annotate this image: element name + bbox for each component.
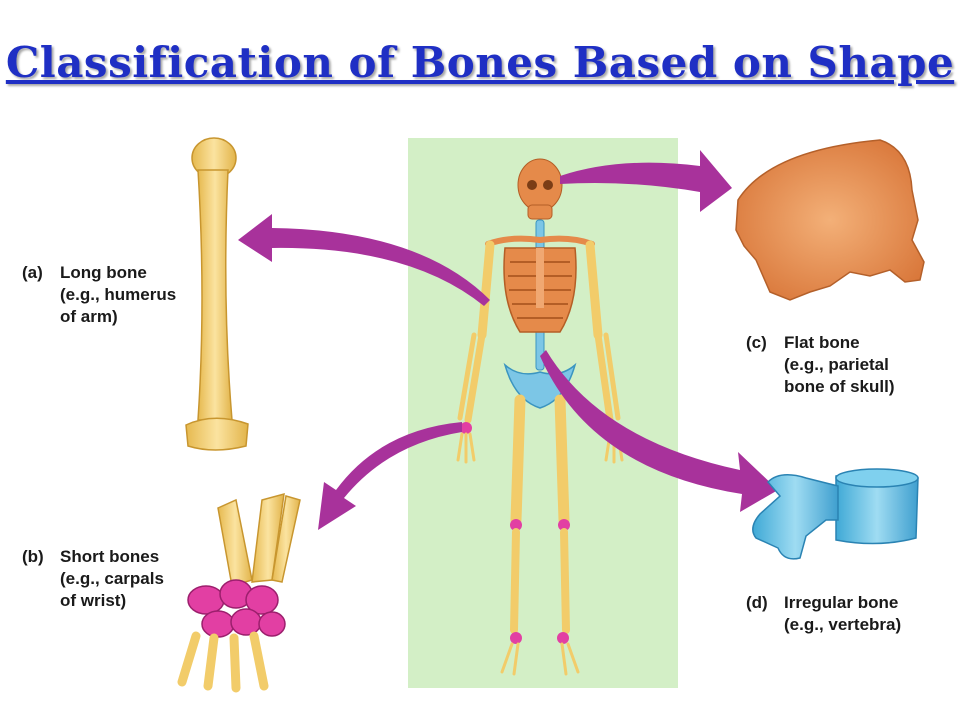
caption-example: of wrist) xyxy=(60,591,127,610)
short-bones-illustration xyxy=(177,492,301,693)
arrow-to-irregular-bone xyxy=(540,350,778,512)
irregular-bone-illustration xyxy=(752,468,919,560)
caption-irregular-bone: (d) Irregular bone (e.g., vertebra) xyxy=(746,592,901,636)
caption-letter: (b) xyxy=(22,547,44,566)
caption-letter: (c) xyxy=(746,333,767,352)
caption-example: (e.g., parietal xyxy=(784,355,889,374)
caption-letter: (d) xyxy=(746,593,768,612)
flat-bone-illustration xyxy=(735,139,925,301)
caption-example: bone of skull) xyxy=(784,377,895,396)
arrow-to-short-bones xyxy=(318,422,462,530)
caption-short-bones: (b) Short bones (e.g., carpals of wrist) xyxy=(22,546,164,612)
arrow-to-flat-bone xyxy=(560,150,732,212)
caption-example: of arm) xyxy=(60,307,118,326)
caption-name: Long bone xyxy=(60,263,147,282)
caption-name: Short bones xyxy=(60,547,160,566)
caption-letter: (a) xyxy=(22,263,43,282)
skeleton-figure xyxy=(456,158,624,676)
caption-example: (e.g., vertebra) xyxy=(784,615,902,634)
caption-flat-bone: (c) Flat bone (e.g., parietal bone of sku… xyxy=(746,332,895,398)
page-title: Classification of Bones Based on Shape xyxy=(5,38,955,87)
arrow-to-long-bone xyxy=(238,214,490,306)
caption-name: Flat bone xyxy=(784,333,860,352)
caption-long-bone: (a) Long bone (e.g., humerus of arm) xyxy=(22,262,176,328)
caption-example: (e.g., carpals xyxy=(60,569,164,588)
caption-name: Irregular bone xyxy=(784,593,899,612)
long-bone-illustration xyxy=(185,137,249,451)
caption-example: (e.g., humerus xyxy=(60,285,177,304)
